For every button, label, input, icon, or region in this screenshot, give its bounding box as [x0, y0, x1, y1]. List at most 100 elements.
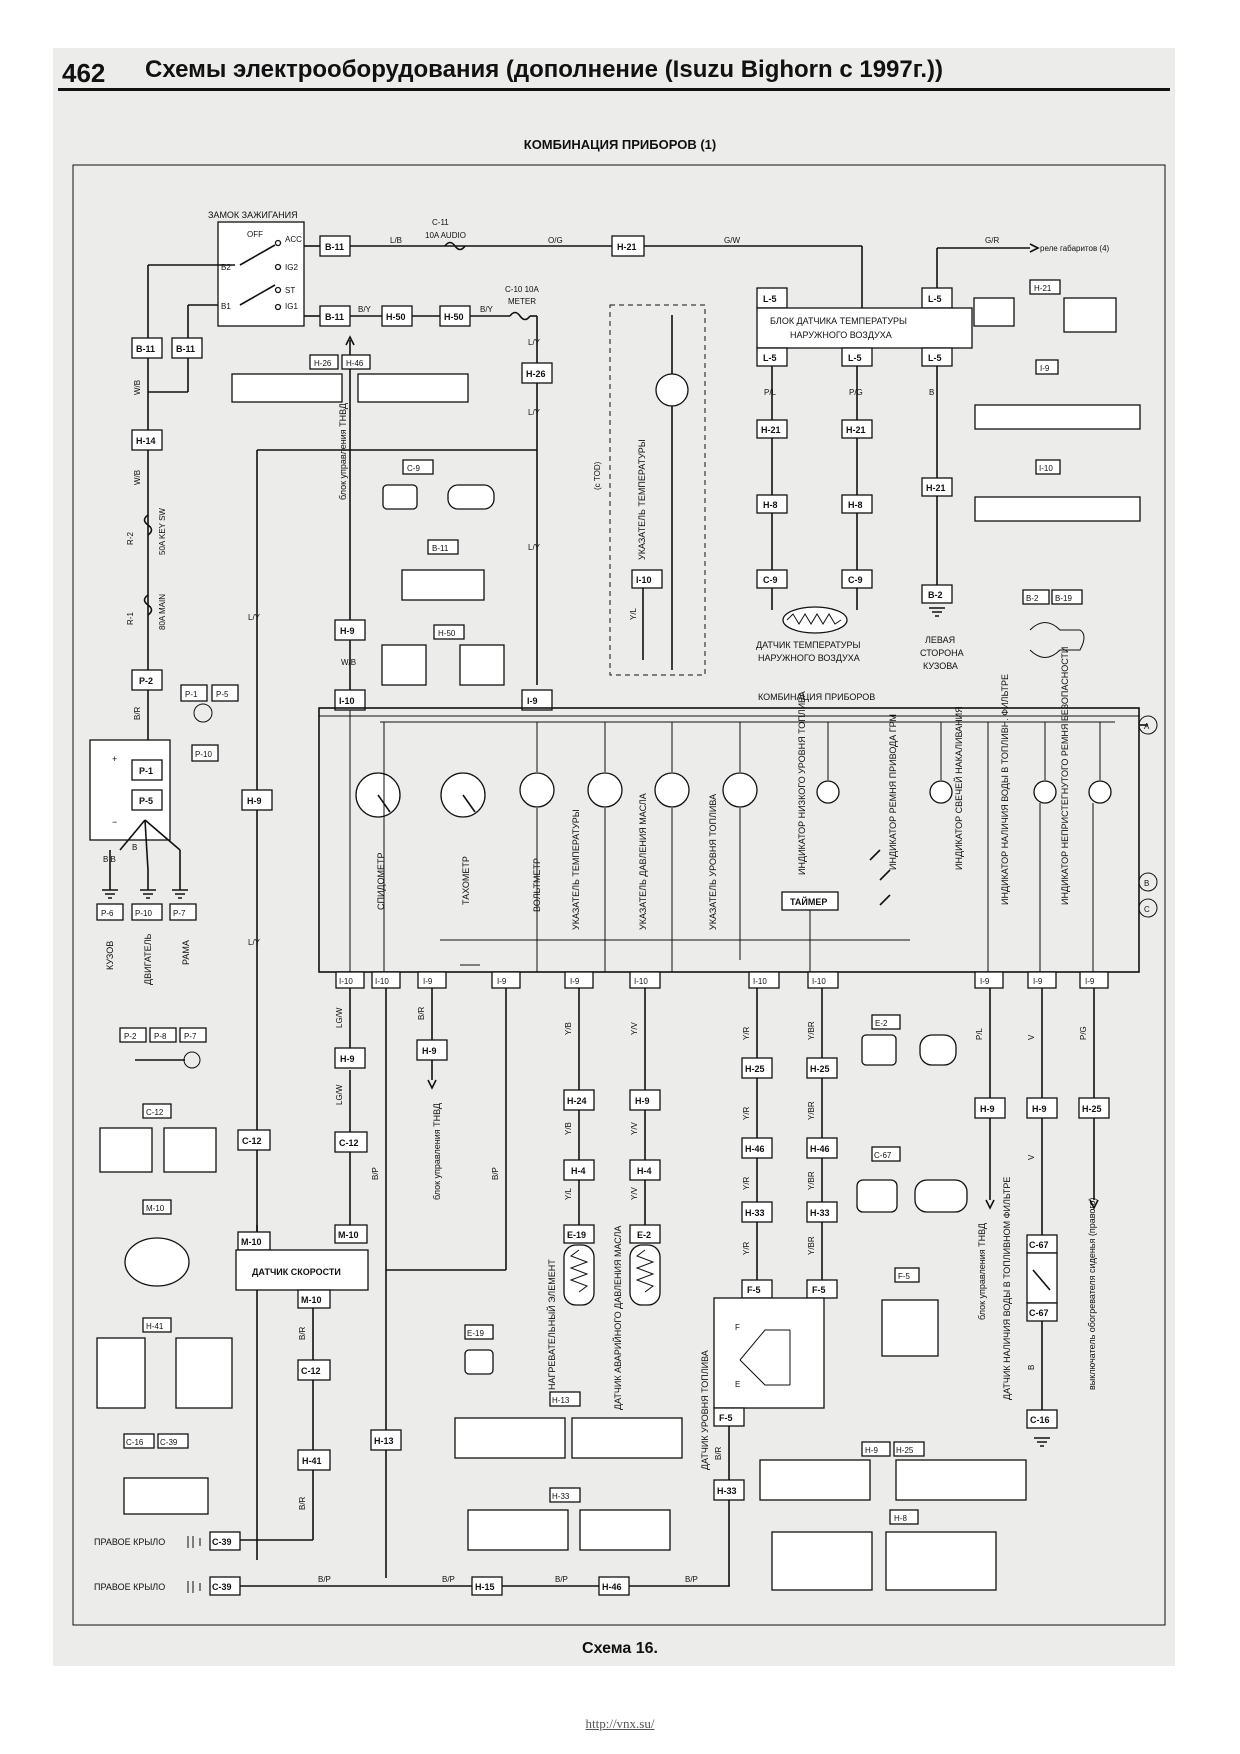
svg-text:L-5: L-5: [763, 294, 777, 304]
svg-text:реле габаритов (4): реле габаритов (4): [1040, 244, 1110, 253]
connector-p10-ref: [191, 744, 219, 762]
svg-text:B-11: B-11: [176, 344, 195, 354]
svg-text:L/Y: L/Y: [248, 938, 261, 947]
svg-text:C-12: C-12: [242, 1136, 262, 1146]
connector-sketch-i9: [974, 404, 1141, 430]
svg-text:Y/BR: Y/BR: [807, 1236, 816, 1255]
svg-text:I-10: I-10: [636, 575, 652, 585]
svg-text:E-2: E-2: [875, 1019, 888, 1028]
svg-text:ИНДИКАТОР НИЗКОГО УРОВНЯ ТОПЛИ: ИНДИКАТОР НИЗКОГО УРОВНЯ ТОПЛИВА: [797, 691, 807, 875]
ign-pos-st: ST: [285, 286, 295, 295]
svg-text:C-67: C-67: [1029, 1308, 1049, 1318]
svg-text:L-5: L-5: [848, 353, 862, 363]
svg-text:НАГРЕВАТЕЛЬНЫЙ ЭЛЕМЕНТ: НАГРЕВАТЕЛЬНЫЙ ЭЛЕМЕНТ: [546, 1259, 557, 1390]
svg-text:H-4: H-4: [637, 1166, 652, 1176]
svg-text:I-9: I-9: [980, 977, 990, 986]
svg-text:H-9: H-9: [1032, 1104, 1047, 1114]
svg-text:Y/V: Y/V: [630, 1121, 639, 1135]
svg-text:C-39: C-39: [160, 1438, 178, 1447]
marker-a: [1138, 715, 1158, 735]
connector-p7: [169, 903, 197, 921]
svg-text:блок управления ТНВД: блок управления ТНВД: [432, 1103, 442, 1200]
svg-text:B/Y: B/Y: [358, 305, 372, 314]
temp-gauge-tod-icon: [655, 373, 689, 407]
connector-sketch-c9: C-9: [382, 459, 495, 510]
svg-text:B/P: B/P: [685, 1575, 698, 1584]
svg-text:ИНДИКАТОР СВЕЧЕЙ НАКАЛИВАНИЯ: ИНДИКАТОР СВЕЧЕЙ НАКАЛИВАНИЯ: [953, 706, 964, 870]
connector-p1: [131, 759, 163, 781]
connector-h21-c: [921, 477, 953, 497]
connector-b2: [921, 584, 953, 604]
svg-text:B: B: [1144, 879, 1149, 888]
svg-text:E-19: E-19: [567, 1230, 586, 1240]
svg-text:C-12: C-12: [146, 1108, 164, 1117]
svg-text:H-9: H-9: [635, 1096, 650, 1106]
connector-sketch-b11: B-11: [401, 539, 485, 601]
svg-text:H-33: H-33: [552, 1492, 570, 1501]
connector-p6: [96, 903, 124, 921]
svg-text:B/P: B/P: [442, 1575, 455, 1584]
svg-text:C-67: C-67: [1029, 1240, 1049, 1250]
svg-text:ДАТЧИК ТЕМПЕРАТУРЫ: ДАТЧИК ТЕМПЕРАТУРЫ: [756, 640, 860, 650]
svg-text:H-46: H-46: [745, 1144, 765, 1154]
svg-text:M-10: M-10: [338, 1230, 359, 1240]
svg-text:M-10: M-10: [241, 1237, 262, 1247]
svg-text:Y/V: Y/V: [630, 1186, 639, 1200]
page-title: Схемы электрооборудования (дополнение (I…: [145, 56, 943, 83]
marker-c: [1138, 898, 1158, 918]
svg-text:C-9: C-9: [407, 464, 420, 473]
svg-text:C-39: C-39: [212, 1537, 232, 1547]
connector-h14: [131, 429, 163, 451]
svg-text:R-1: R-1: [126, 612, 135, 625]
connector-c12-left: [237, 1129, 271, 1151]
svg-text:НАРУЖНОГО ВОЗДУХА: НАРУЖНОГО ВОЗДУХА: [790, 330, 892, 340]
fuse-r1: [143, 594, 153, 616]
oil-gauge-icon: [654, 772, 690, 808]
svg-text:H-9: H-9: [980, 1104, 995, 1114]
tod-option-box: [609, 304, 706, 676]
svg-text:R-2: R-2: [126, 532, 135, 545]
svg-text:V: V: [1027, 1154, 1036, 1160]
header-rule: [58, 88, 1170, 91]
ring-terminal-icon: [193, 703, 213, 723]
svg-text:I-10: I-10: [1039, 464, 1053, 473]
fuel-gauge-icon: [722, 772, 758, 808]
svg-text:H-50: H-50: [444, 312, 464, 322]
outside-temp-block: [756, 307, 973, 349]
svg-text:+: +: [112, 754, 117, 764]
svg-text:I-9: I-9: [497, 977, 507, 986]
svg-text:H-14: H-14: [136, 436, 156, 446]
svg-text:C-16: C-16: [126, 1438, 144, 1447]
marker-b: [1138, 872, 1158, 892]
svg-text:КУЗОВА: КУЗОВА: [923, 661, 958, 671]
svg-text:СТОРОНА: СТОРОНА: [920, 648, 964, 658]
svg-text:H-46: H-46: [602, 1582, 622, 1592]
svg-text:F: F: [735, 1323, 740, 1332]
svg-text:B-11: B-11: [432, 544, 449, 553]
svg-text:G/W: G/W: [724, 236, 740, 245]
svg-text:Y/V: Y/V: [630, 1021, 639, 1035]
svg-text:LG/W: LG/W: [335, 1007, 344, 1028]
svg-text:блок управления ТНВД: блок управления ТНВД: [977, 1223, 987, 1320]
svg-text:H-41: H-41: [302, 1456, 322, 1466]
svg-text:ДАТЧИК АВАРИЙНОГО ДАВЛЕНИЯ МАС: ДАТЧИК АВАРИЙНОГО ДАВЛЕНИЯ МАСЛА: [612, 1226, 623, 1410]
svg-text:F-5: F-5: [747, 1285, 761, 1295]
svg-text:(с TOD): (с TOD): [593, 461, 602, 490]
svg-text:H-8: H-8: [848, 500, 863, 510]
svg-text:H-26: H-26: [314, 359, 332, 368]
svg-text:H-25: H-25: [810, 1064, 830, 1074]
svg-text:H-41: H-41: [146, 1322, 164, 1331]
combination-meter-label: КОМБИНАЦИЯ ПРИБОРОВ: [758, 692, 875, 702]
svg-text:ПРАВОЕ КРЫЛО: ПРАВОЕ КРЫЛО: [94, 1582, 165, 1592]
source-link[interactable]: http://vnx.su/: [585, 1716, 655, 1731]
svg-text:C-12: C-12: [301, 1366, 321, 1376]
svg-text:W/B: W/B: [133, 470, 142, 485]
svg-text:P-7: P-7: [184, 1032, 197, 1041]
connector-sketch-i10: [974, 496, 1141, 522]
svg-text:P-2: P-2: [139, 676, 153, 686]
svg-text:I-9: I-9: [1040, 364, 1050, 373]
svg-text:СПИДОМЕТР: СПИДОМЕТР: [376, 852, 386, 910]
svg-text:H-50: H-50: [438, 629, 456, 638]
diagram-caption: Схема 16.: [582, 1640, 658, 1657]
